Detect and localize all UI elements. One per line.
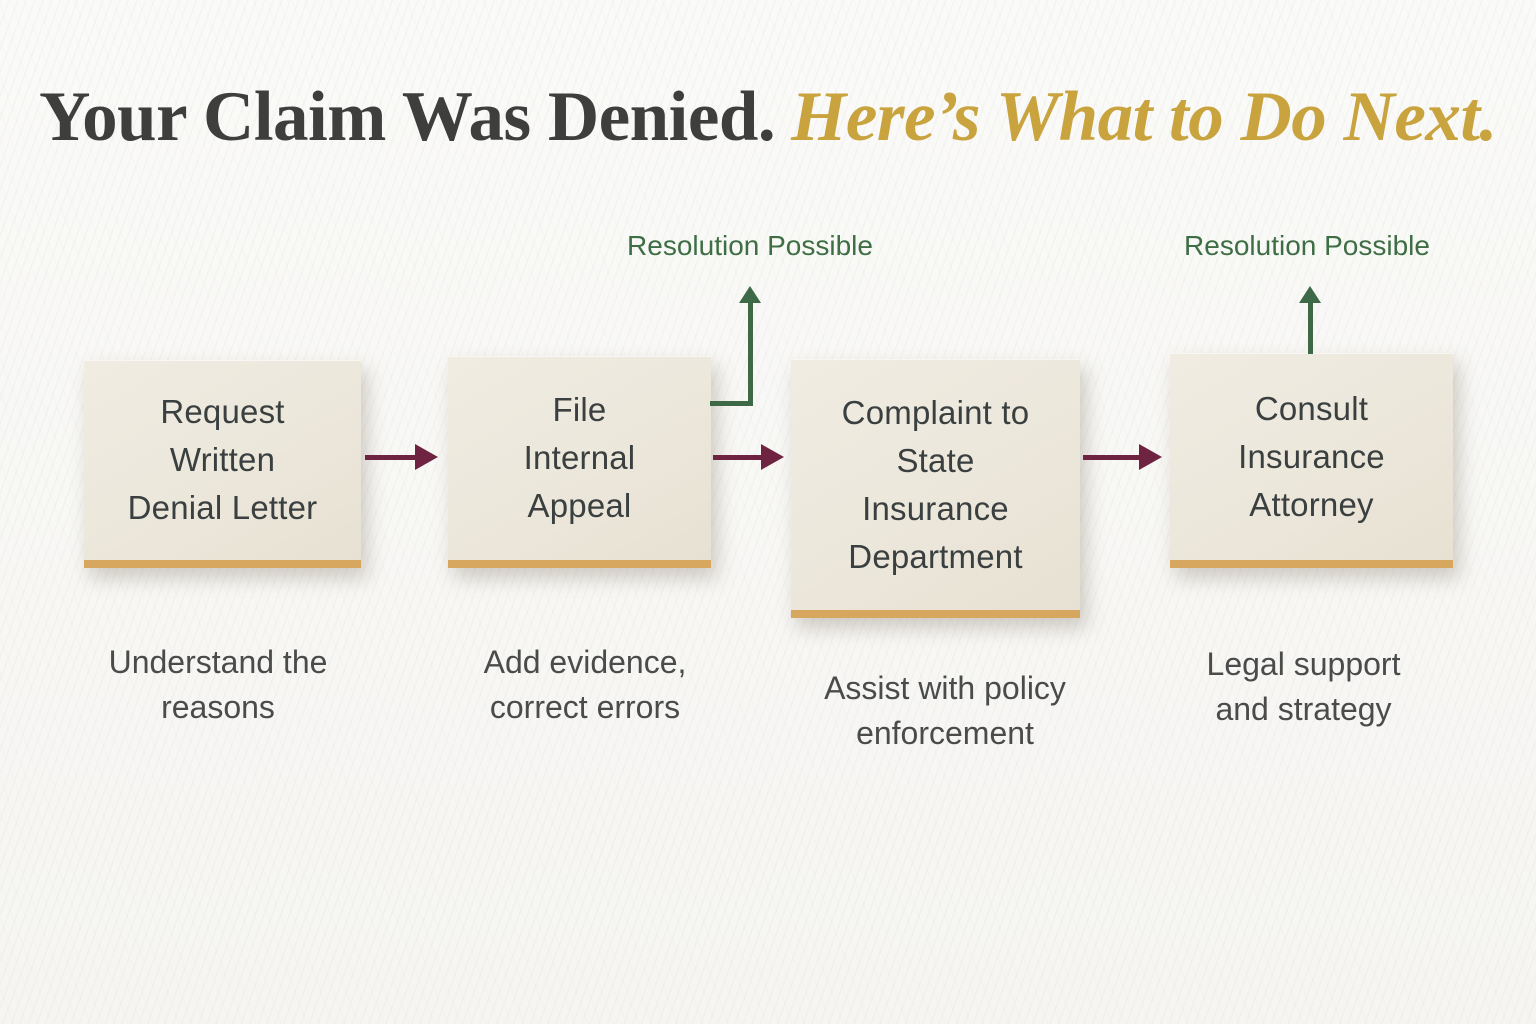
arrow-shaft-vertical [1308,300,1313,354]
arrow-head [415,444,438,470]
title-main: Your Claim Was Denied. [39,78,776,156]
arrow-head [1139,444,1162,470]
arrow-shaft [365,455,417,460]
arrow-head [761,444,784,470]
arrow-shaft [1083,455,1141,460]
arrow-shaft-vertical [748,300,753,406]
step-caption: Assist with policy enforcement [824,670,1066,751]
step-label: Request Written Denial Letter [127,393,318,526]
step-label: Consult Insurance Attorney [1238,389,1385,523]
step-box-consult-attorney: Consult Insurance Attorney [1170,353,1453,568]
step-box-request-denial-letter: Request Written Denial Letter [84,360,361,568]
arrow-head [739,286,761,303]
step-label: File Internal Appeal [523,391,636,524]
resolution-possible-label-2: Resolution Possible [1184,230,1430,261]
arrow-shaft-horizontal [710,401,753,406]
step-box-file-internal-appeal: File Internal Appeal [448,356,711,568]
title-accent: Here’s What to Do Next. [791,78,1497,156]
arrow-shaft [713,455,763,460]
step-caption: Understand the reasons [108,644,328,725]
step-caption: Add evidence, correct errors [483,644,687,725]
step-label: Complaint to State Insurance Department [841,393,1030,575]
step-box-state-insurance-complaint: Complaint to State Insurance Department [791,359,1080,618]
step-caption: Legal support and strategy [1206,646,1401,727]
page-title: Your Claim Was Denied.Here’s What to Do … [0,78,1536,156]
resolution-possible-label-1: Resolution Possible [627,230,873,261]
arrow-head [1299,286,1321,303]
